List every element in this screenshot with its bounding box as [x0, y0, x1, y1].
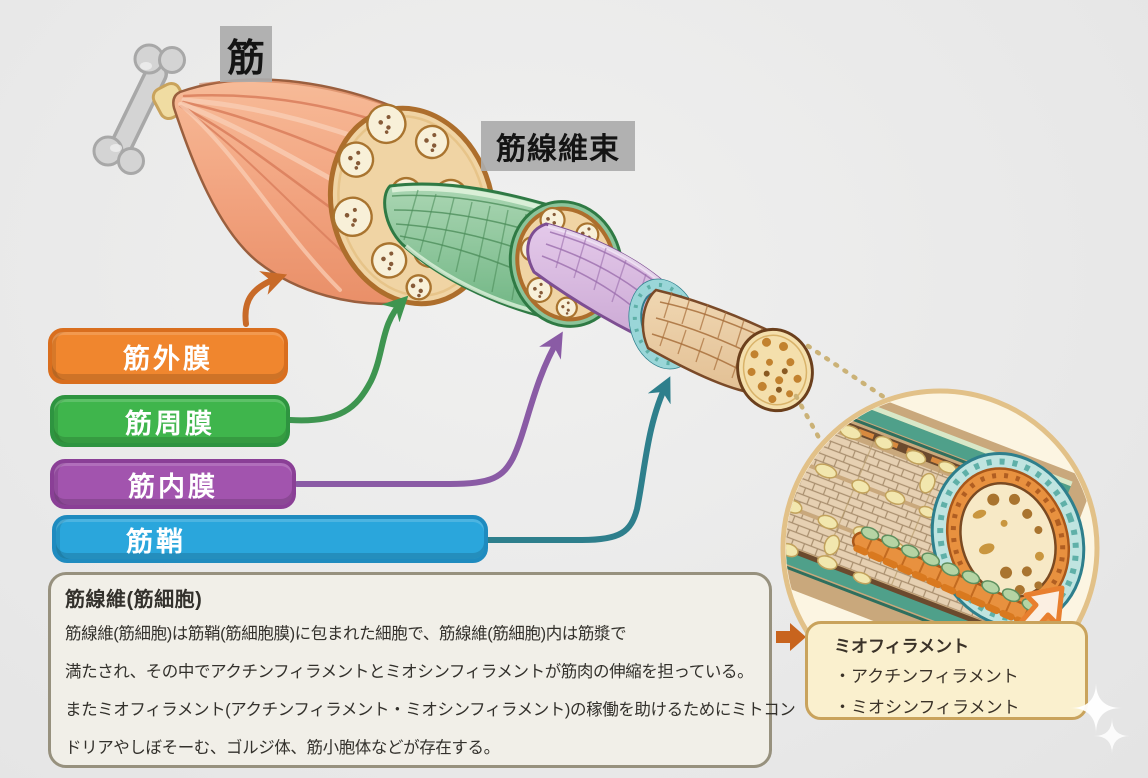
- muscle-tag-label: 筋: [226, 37, 265, 80]
- myofilament-item: ・アクチンフィラメント: [834, 667, 1019, 686]
- myofilament-rod-graphic: [851, 526, 1061, 635]
- endomysium-arrow: [294, 331, 563, 487]
- endomysium-label: 筋内膜: [128, 471, 218, 502]
- info-box-title: 筋線維(筋細胞): [65, 589, 203, 611]
- perimysium-arrow: [287, 295, 409, 424]
- info-box-line: またミオフィラメント(アクチンフィラメント・ミオシンフィラメント)の稼働を助ける…: [65, 701, 796, 719]
- epimysium-arrow: [242, 271, 288, 327]
- info-box-line: 筋線維(筋細胞)は筋鞘(筋細胞膜)に包まれた細胞で、筋線維(筋細胞)内は筋漿で: [65, 625, 627, 643]
- label-pill-perimysium: 筋周膜: [50, 395, 290, 447]
- perimysium-label: 筋周膜: [125, 408, 215, 439]
- bone-icon: [92, 43, 186, 175]
- myofilament-box-title: ミオフィラメント: [834, 637, 970, 656]
- infobox-pointer-arrow-icon: [776, 623, 806, 651]
- sarcolemma-label: 筋鞘: [126, 526, 186, 557]
- myofilament-item: ・ミオシンフィラメント: [834, 698, 1020, 717]
- info-box-line: ドリアやしぼそーむ、ゴルジ体、筋小胞体などが存在する。: [65, 739, 500, 757]
- zoom-circle-inset: [780, 388, 1100, 708]
- epimysium-label: 筋外膜: [123, 343, 213, 374]
- info-box-line: 満たされ、その中でアクチンフィラメントとミオシンフィラメントが筋肉の伸縮を担って…: [65, 663, 754, 681]
- fascicle-tag: 筋線維束: [481, 121, 635, 171]
- myofilament-box: ミオフィラメント ・アクチンフィラメント ・ミオシンフィラメント: [805, 621, 1088, 720]
- sarcolemma-arrow: [416, 376, 671, 543]
- fascicle-tag-label: 筋線維束: [496, 133, 620, 166]
- muscle-fiber-info-box: 筋線維(筋細胞) 筋線維(筋細胞)は筋鞘(筋細胞膜)に包まれた細胞で、筋線維(筋…: [48, 572, 796, 768]
- label-pill-epimysium: 筋外膜: [48, 328, 288, 384]
- label-pill-sarcolemma: 筋鞘: [52, 515, 488, 563]
- fiber-cross-section: [736, 327, 814, 413]
- muscle-tag: 筋: [220, 26, 272, 82]
- label-pill-endomysium: 筋内膜: [50, 459, 296, 509]
